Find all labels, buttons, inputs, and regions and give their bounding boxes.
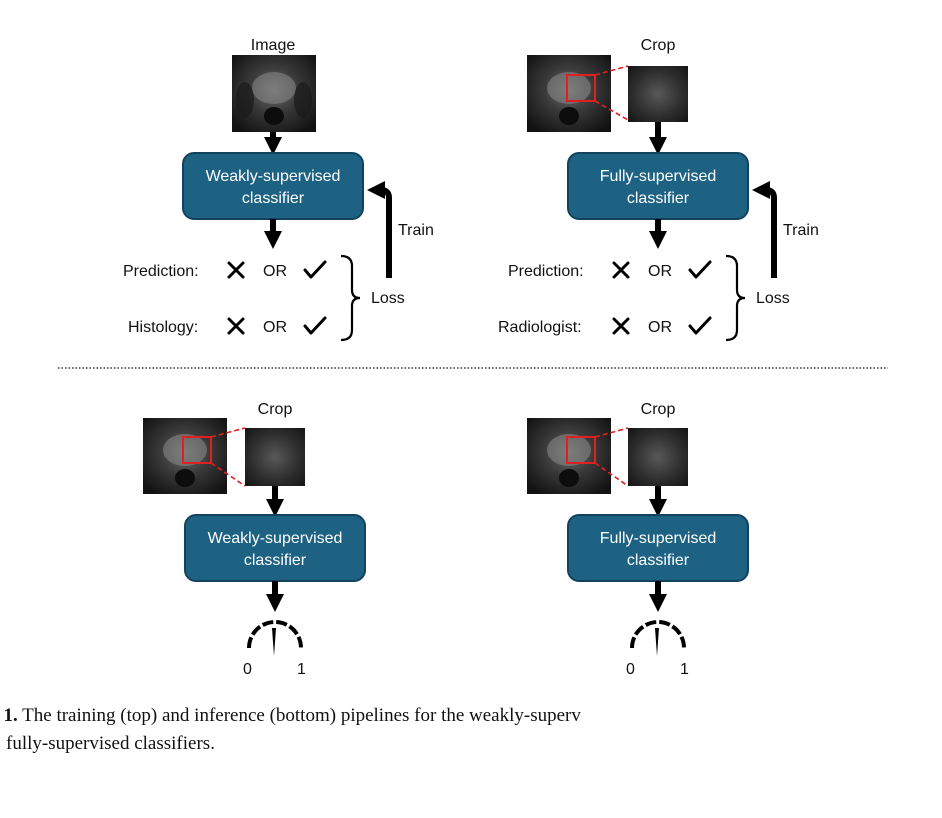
- crop-image: [628, 66, 688, 122]
- or-text: OR: [263, 263, 287, 280]
- classifier-title: Weakly-supervised: [208, 530, 343, 547]
- crop-label: Crop: [258, 401, 293, 418]
- cross-icon: [612, 261, 630, 279]
- zoom-line: [210, 427, 246, 438]
- train-feedback-arrow: [367, 181, 392, 278]
- check-icon: [303, 260, 327, 279]
- caption-text-1: The training (top) and inference (bottom…: [17, 705, 581, 726]
- panel-infer-weak: Crop Weakly-supervised classifier 0 1: [143, 401, 366, 678]
- panel-train-weak: Image Weakly-supervised classifier Train…: [123, 37, 434, 342]
- check-icon: [688, 316, 712, 335]
- zoom-line: [594, 427, 629, 438]
- panel-train-full: Crop Fully-supervised classifier Train P…: [498, 37, 819, 342]
- image-label: Image: [251, 37, 296, 54]
- gauge-icon: [247, 620, 303, 656]
- classifier-subtitle: classifier: [627, 552, 690, 569]
- loss-label: Loss: [371, 290, 405, 307]
- zoom-line: [594, 65, 629, 76]
- crop-image: [245, 428, 305, 486]
- gauge-min-label: 0: [243, 661, 252, 678]
- prediction-label: Prediction:: [508, 263, 584, 280]
- or-text: OR: [648, 263, 672, 280]
- crop-image: [628, 428, 688, 486]
- cross-icon: [227, 317, 245, 335]
- crop-region-box: [566, 436, 596, 464]
- gauge-icon: [630, 620, 686, 656]
- mri-image: [527, 418, 611, 494]
- histology-label: Histology:: [128, 319, 198, 336]
- panel-infer-full: Crop Fully-supervised classifier 0 1: [527, 401, 749, 678]
- classifier-title: Fully-supervised: [600, 530, 716, 547]
- caption-text-2: fully-supervised classifiers.: [6, 733, 215, 754]
- zoom-line: [594, 100, 629, 121]
- gauge-max-label: 1: [297, 661, 306, 678]
- cross-icon: [227, 261, 245, 279]
- gauge-min-label: 0: [626, 661, 635, 678]
- mri-image: [527, 55, 611, 132]
- mri-image: [143, 418, 227, 494]
- zoom-line: [594, 462, 629, 487]
- brace-icon: [725, 254, 746, 342]
- caption-line-2: fully-supervised classifiers.: [6, 731, 215, 757]
- zoom-line: [210, 462, 246, 487]
- mri-image: [232, 55, 316, 132]
- fully-supervised-classifier-box: Fully-supervised classifier: [567, 514, 749, 582]
- brace-icon: [340, 254, 361, 342]
- check-icon: [688, 260, 712, 279]
- train-feedback-arrow: [752, 181, 777, 278]
- or-text: OR: [263, 319, 287, 336]
- check-icon: [303, 316, 327, 335]
- crop-region-box: [566, 74, 596, 102]
- cross-icon: [612, 317, 630, 335]
- weakly-supervised-classifier-box: Weakly-supervised classifier: [182, 152, 364, 220]
- crop-region-box: [182, 436, 212, 464]
- crop-label: Crop: [641, 37, 676, 54]
- fully-supervised-classifier-box: Fully-supervised classifier: [567, 152, 749, 220]
- classifier-subtitle: classifier: [242, 190, 305, 207]
- train-label: Train: [398, 222, 434, 239]
- classifier-subtitle: classifier: [244, 552, 307, 569]
- loss-label: Loss: [756, 290, 790, 307]
- weakly-supervised-classifier-box: Weakly-supervised classifier: [184, 514, 366, 582]
- classifier-title: Weakly-supervised: [206, 168, 341, 185]
- caption-line-1: . 1. The training (top) and inference (b…: [0, 703, 581, 729]
- crop-label: Crop: [641, 401, 676, 418]
- prediction-label: Prediction:: [123, 263, 199, 280]
- train-label: Train: [783, 222, 819, 239]
- radiologist-label: Radiologist:: [498, 319, 582, 336]
- classifier-title: Fully-supervised: [600, 168, 716, 185]
- classifier-subtitle: classifier: [627, 190, 690, 207]
- figure-label: . 1.: [0, 705, 18, 726]
- gauge-max-label: 1: [680, 661, 689, 678]
- or-text: OR: [648, 319, 672, 336]
